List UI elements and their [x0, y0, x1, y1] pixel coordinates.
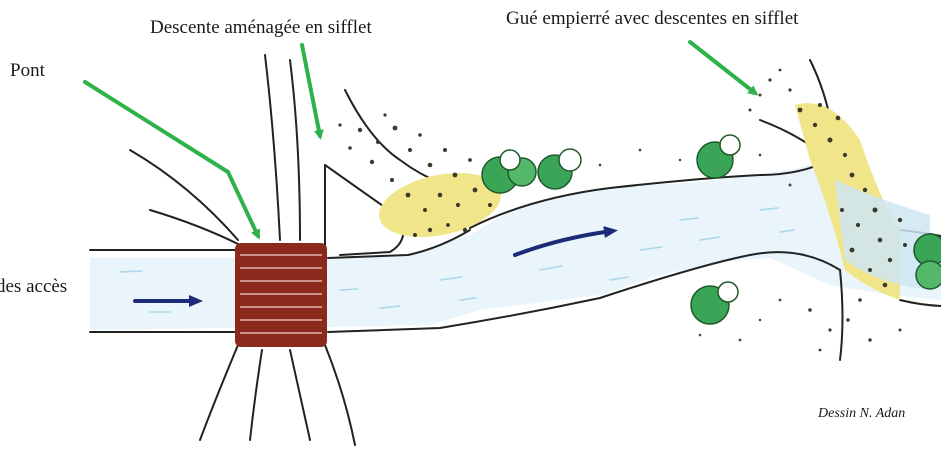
pointer-arrow-gue — [690, 42, 755, 93]
drawing-credit: Dessin N. Adan — [818, 405, 905, 423]
shrub-3 — [697, 135, 740, 178]
shrub-1 — [482, 150, 536, 193]
shrub-2 — [538, 149, 581, 189]
bridge — [235, 243, 327, 347]
label-acces: des accès — [0, 276, 67, 298]
gravel-descent-left — [338, 113, 506, 247]
shrub-5 — [914, 234, 941, 289]
pointer-arrow-descente — [302, 45, 320, 136]
label-pont: Pont — [10, 60, 45, 82]
label-descente: Descente aménagée en sifflet — [150, 17, 372, 39]
label-gue: Gué empierré avec descentes en sifflet — [506, 8, 798, 30]
pointer-arrow-pont — [85, 82, 258, 236]
shrub-4 — [691, 282, 738, 324]
